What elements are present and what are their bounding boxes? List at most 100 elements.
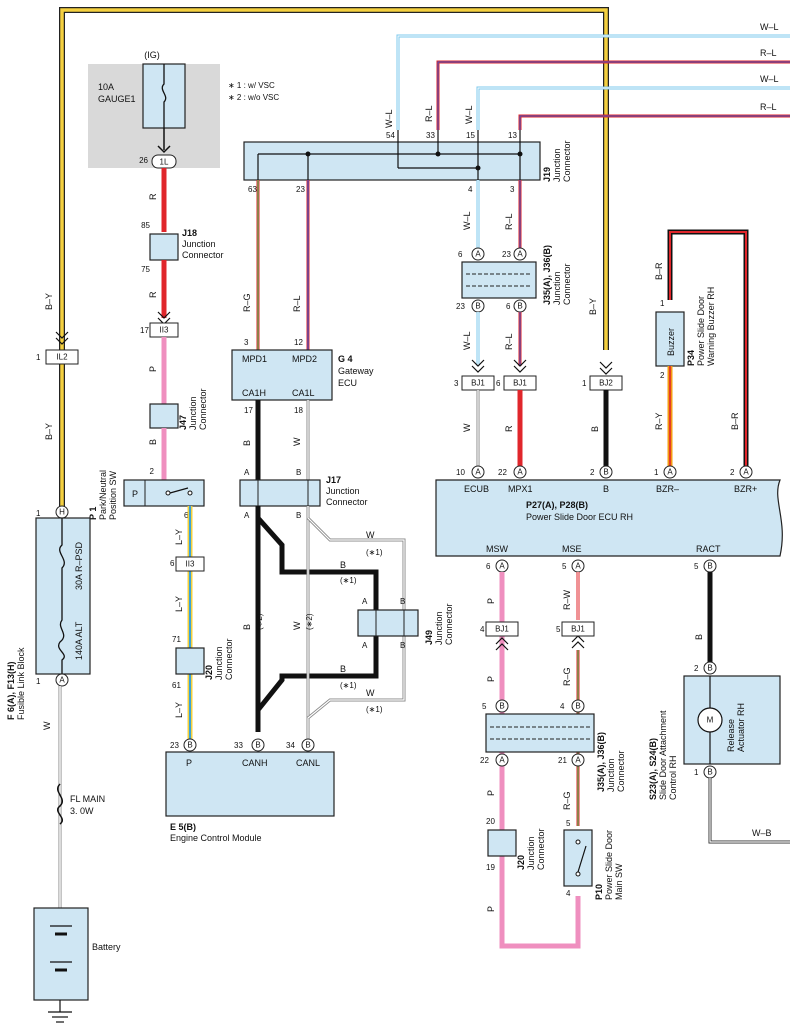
- wire-label-r-1: R: [148, 193, 158, 200]
- e5-pin-canl: [301, 738, 315, 752]
- j49-pin-a: A: [362, 597, 368, 606]
- wire-label-rg: R–G: [242, 293, 252, 312]
- ecu-term-msw: MSW: [486, 544, 509, 554]
- j35-top-pin-tl: 6: [458, 250, 463, 259]
- s23-pin-top-letter: B: [707, 664, 712, 673]
- j35-top-name-2: Connector: [562, 263, 572, 305]
- ecu-term-bzr-minus: BZR–: [656, 484, 679, 494]
- j49-code: J49: [424, 630, 434, 645]
- s23-pin-top: 2: [694, 664, 699, 673]
- fusible-pin-top-letter: H: [59, 508, 65, 517]
- j35-top-pin-tr-circle: [513, 247, 527, 261]
- j35-bot-pin-br-letter: A: [575, 756, 581, 765]
- g4-pin-3: 17: [244, 406, 253, 415]
- wire-label-b-3: B: [242, 624, 252, 630]
- p34-name-2: Warning Buzzer RH: [706, 287, 716, 366]
- j35-bot-code: J35(A), J36(B): [596, 732, 606, 792]
- chevron-up-icon: [571, 635, 585, 649]
- j20-left-name-2: Connector: [224, 638, 234, 680]
- j20-left-pin-bottom: 61: [172, 681, 181, 690]
- ecu-pin-ecub: [471, 465, 485, 479]
- e5-pin-canh-letter: B: [255, 741, 260, 750]
- ecu-pin-ecub-letter: A: [475, 468, 481, 477]
- e5-pin-canh-num: 33: [234, 741, 243, 750]
- p34-pin-bottom: 2: [660, 371, 665, 380]
- chevron-up-icon: [495, 637, 509, 651]
- s23-part-1: Release: [726, 719, 736, 752]
- ecu-pin-bzr-plus-num: 2: [730, 468, 735, 477]
- p10-name-1: Power Slide Door: [604, 830, 614, 900]
- ecu-pin-ecub-num: 10: [456, 468, 465, 477]
- j35-top-pin-tl-circle: [471, 247, 485, 261]
- g4-pin-1: 3: [244, 338, 249, 347]
- j47-name-1: Junction: [188, 396, 198, 430]
- chevron-down-icon: [471, 359, 485, 373]
- j35-bot-pin-br: 21: [558, 756, 567, 765]
- wire-label-br-2: B–R: [730, 412, 740, 430]
- j35-bot-pin-tl-circle: [495, 699, 509, 713]
- j35-top-pin-br: 6: [506, 302, 511, 311]
- ecu-term-mse: MSE: [562, 544, 582, 554]
- j18-connector: [149, 233, 179, 261]
- ecu-pin-mpx1-num: 22: [498, 468, 507, 477]
- bj1-lower-a-label: BJ1: [495, 625, 509, 634]
- ecu-rh-code: P27(A), P28(B): [526, 500, 588, 510]
- right-tag-2: R–L: [760, 48, 777, 58]
- j19-pin-top-2: 33: [426, 131, 435, 140]
- ii3-mid-pin: 6: [170, 559, 175, 568]
- j35-bot-pin-tl-letter: B: [499, 702, 504, 711]
- s23-part-2: Actuator RH: [736, 703, 746, 752]
- gauge1-connector-id: 1L: [160, 158, 169, 167]
- p10-pin-bottom: 4: [566, 889, 571, 898]
- motor-letter: M: [707, 716, 714, 725]
- note-2-a: (∗2): [255, 613, 264, 630]
- fusible-pin-bottom-letter: A: [59, 676, 65, 685]
- ecu-pin-bzr-minus-num: 1: [654, 468, 659, 477]
- wire-label-w-3: W: [292, 621, 302, 630]
- j20-right-pin-bottom: 19: [486, 863, 495, 872]
- g4-term-mpd2: MPD2: [292, 354, 317, 364]
- wire-label-rl: R–L: [292, 295, 302, 312]
- j18-pin-bottom: 75: [141, 265, 150, 274]
- wire-b-y: [60, 8, 608, 510]
- ecu-pin-b-letter: B: [603, 468, 608, 477]
- wire-label-by-right: B–Y: [588, 298, 598, 315]
- j20-left-code: J20: [204, 665, 214, 680]
- j35-top-code: J35(A), J36(B): [542, 245, 552, 305]
- g4-name-2: ECU: [338, 378, 357, 388]
- gauge1-amp: 10A: [98, 82, 114, 92]
- j19-name-2: Connector: [562, 140, 572, 182]
- battery: [33, 907, 89, 1001]
- e5-pin-canh: [251, 738, 265, 752]
- s23-pin-top-circle: [703, 661, 717, 675]
- fusible-name: Fusible Link Block: [16, 647, 26, 720]
- j47-name-2: Connector: [198, 388, 208, 430]
- j20-right-name-1: Junction: [526, 836, 536, 870]
- p34-pin-top: 1: [660, 299, 665, 308]
- p1-name-1: Park/Neutral: [98, 470, 108, 520]
- j18-code: J18: [182, 228, 197, 238]
- e5-term-canh: CANH: [242, 758, 268, 768]
- legend-note-2: ∗ 2 : w/o VSC: [228, 93, 279, 102]
- j35-bot-pin-bl-circle: [495, 753, 509, 767]
- j35-bot-pin-tr: 4: [560, 702, 565, 711]
- fuse-icon: [161, 64, 167, 128]
- ecu-pin-msw-num: 6: [486, 562, 491, 571]
- p34-name-1: Power Slide Door: [696, 296, 706, 366]
- j35-top-name-1: Junction: [552, 271, 562, 305]
- wire-label-p-msw: P: [486, 598, 496, 604]
- right-tag-4: R–L: [760, 102, 777, 112]
- j35-top-pin-bl: 23: [456, 302, 465, 311]
- wire-label-w-ecub: W: [462, 423, 472, 432]
- j49-pin-b-bottom: B: [400, 641, 405, 650]
- j35-top-pin-tl-letter: A: [475, 250, 481, 259]
- right-tag-3: W–L: [760, 74, 779, 84]
- wire-label-by-left: B–Y: [44, 423, 54, 440]
- p1-name-2: Position SW: [108, 470, 118, 520]
- e5-name: Engine Control Module: [170, 833, 262, 843]
- j17-code: J17: [326, 475, 341, 485]
- j17-pin-b-bottom: B: [296, 511, 301, 520]
- e5-engine-control-module: [165, 751, 335, 817]
- wire-label-ry: R–Y: [654, 412, 664, 430]
- p10-code: P10: [594, 884, 604, 900]
